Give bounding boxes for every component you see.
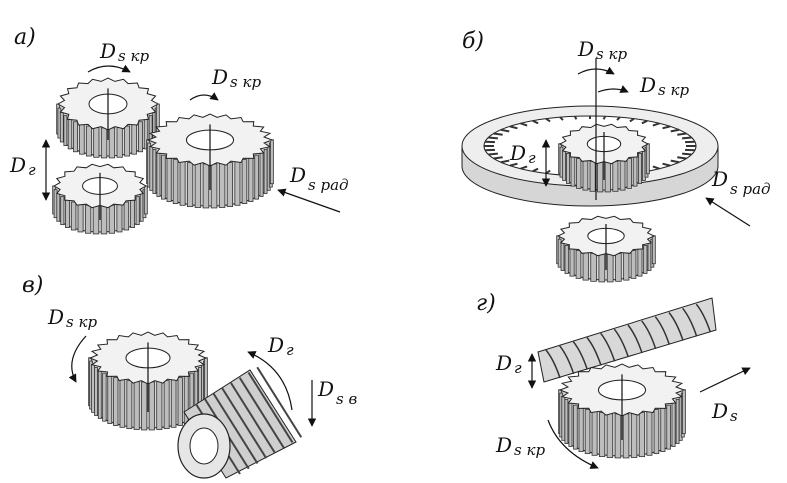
panel-v-letter: в) [22,273,43,298]
panel-a-workpiece-gear [146,113,274,209]
panel-v-workpiece-gear [88,331,208,431]
panel-b-rotation-arrow-2 [597,85,629,93]
panel-a-rotation-arrow-1 [87,64,131,73]
panel-b-rotation-arrow-1 [577,66,615,75]
panel-g-workpiece-gear [558,363,686,459]
panel-b-lower-gear [556,215,656,283]
panel-a-rotation-arrow-2 [189,92,219,101]
panel-g-rack-cutter [537,297,717,383]
panel-v-hob-rotation-arrow [247,351,293,411]
panel-v-hob-cutter [177,366,303,479]
panel-b-letter: б) [462,29,484,54]
panel-a-cutter-upper [56,77,160,159]
panel-a-radial-feed-arrow [277,188,341,213]
panel-g-rotation-arrow [547,419,599,469]
panel-a-letter: а) [14,25,36,50]
panel-b-radial-feed-arrow [705,197,751,227]
panel-b-cutter-gear [558,123,650,193]
panel-g-feed-arrow [699,367,751,393]
panel-v-rotation-arrow [68,335,87,383]
panel-g-letter: г) [476,291,496,316]
panel-a-cutter-lower [52,163,148,235]
